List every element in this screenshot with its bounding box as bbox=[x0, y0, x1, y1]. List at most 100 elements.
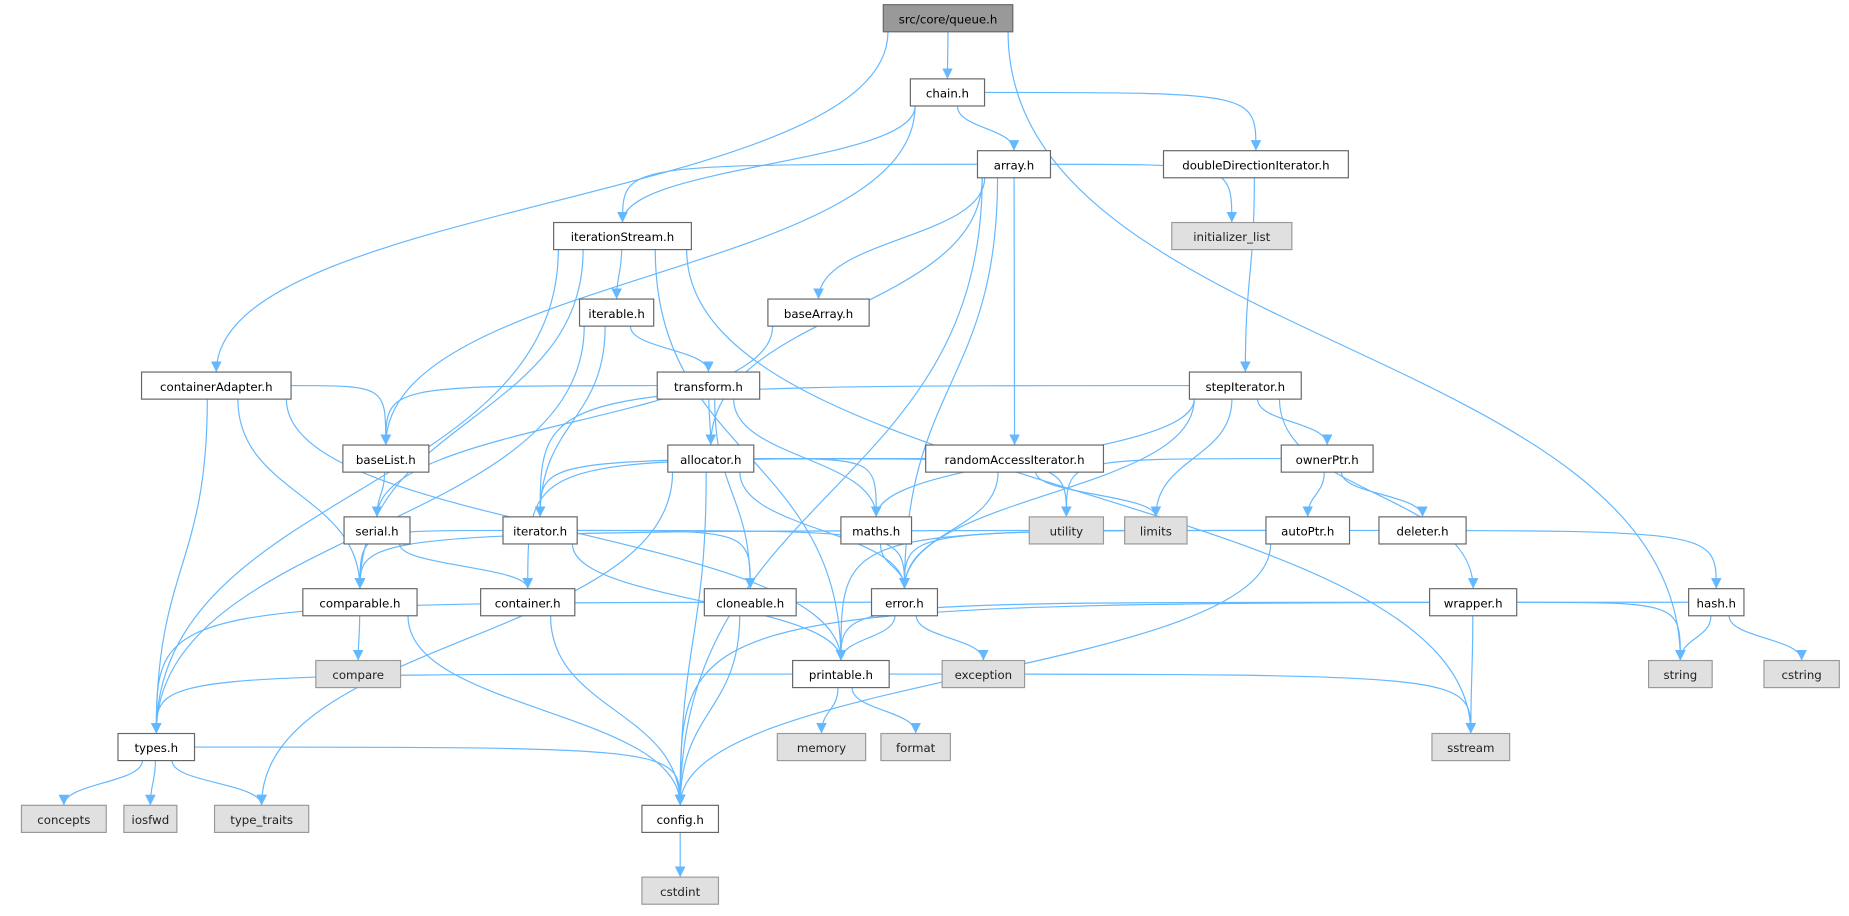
node-label: iterator.h bbox=[513, 525, 567, 539]
node-error[interactable]: error.h bbox=[870, 588, 939, 617]
edge-ddi-to-stepIterator bbox=[1240, 177, 1255, 373]
edge-iterable-to-transform bbox=[629, 326, 714, 373]
nodes: src/core/queue.h chain.h array.h doubleDire… bbox=[20, 4, 1840, 905]
edge-array-to-iterationStream bbox=[617, 163, 978, 223]
node-array[interactable]: array.h bbox=[976, 150, 1052, 179]
node-types[interactable]: types.h bbox=[117, 732, 196, 762]
node-label: config.h bbox=[657, 813, 704, 827]
node-label: iosfwd bbox=[132, 813, 170, 827]
node-box bbox=[20, 804, 107, 833]
edge-printable-to-sstream bbox=[889, 673, 1477, 734]
node-box bbox=[870, 588, 939, 617]
node-ddi[interactable]: doubleDirectionIterator.h bbox=[1162, 150, 1349, 179]
node-label: printable.h bbox=[809, 668, 873, 682]
edge-hash-to-string bbox=[1675, 615, 1712, 661]
node-box bbox=[140, 371, 292, 400]
edge-rai-to-limits bbox=[1035, 471, 1162, 518]
node-label: baseList.h bbox=[356, 453, 416, 467]
node-wrapper[interactable]: wrapper.h bbox=[1429, 588, 1518, 617]
node-box bbox=[578, 298, 655, 327]
edge-cloneable-to-config bbox=[674, 615, 741, 806]
node-autoPtr[interactable]: autoPtr.h bbox=[1265, 516, 1351, 545]
node-label: utility bbox=[1050, 525, 1083, 539]
node-baseArray[interactable]: baseArray.h bbox=[767, 298, 870, 327]
node-deleter[interactable]: deleter.h bbox=[1378, 516, 1467, 545]
node-iterator[interactable]: iterator.h bbox=[502, 516, 578, 545]
node-label: ownerPtr.h bbox=[1296, 453, 1359, 467]
edge-iterationStream-to-iterable bbox=[611, 249, 623, 300]
node-container[interactable]: container.h bbox=[480, 588, 576, 617]
node-label: serial.h bbox=[355, 525, 398, 539]
edges bbox=[58, 31, 1807, 878]
node-printable[interactable]: printable.h bbox=[792, 659, 890, 689]
edge-array-to-error bbox=[899, 177, 999, 589]
edge-allocator-to-type_traits bbox=[256, 472, 674, 806]
node-queue[interactable]: src/core/queue.h bbox=[882, 4, 1014, 33]
node-transform[interactable]: transform.h bbox=[656, 371, 761, 400]
node-box bbox=[1429, 588, 1518, 617]
node-rai[interactable]: randomAccessIterator.h bbox=[925, 444, 1105, 473]
node-box bbox=[776, 732, 867, 762]
edge-containerAdapter-to-baseList bbox=[291, 385, 392, 446]
edge-stepIterator-to-ownerPtr bbox=[1257, 399, 1333, 446]
edge-error-to-types bbox=[150, 601, 872, 734]
node-box bbox=[882, 4, 1014, 33]
node-box bbox=[1647, 659, 1713, 689]
edge-baseList-to-serial bbox=[371, 472, 386, 517]
node-label: comparable.h bbox=[319, 596, 400, 610]
edge-array-to-rai bbox=[1009, 177, 1020, 446]
node-box bbox=[123, 804, 178, 833]
edge-containerAdapter-to-comparable bbox=[237, 399, 366, 589]
node-label: randomAccessIterator.h bbox=[945, 453, 1085, 467]
node-iterable[interactable]: iterable.h bbox=[578, 298, 655, 327]
edge-queue-to-chain bbox=[942, 31, 953, 79]
node-stepIterator[interactable]: stepIterator.h bbox=[1188, 371, 1302, 400]
node-chain[interactable]: chain.h bbox=[909, 78, 986, 107]
node-label: compare bbox=[332, 668, 384, 682]
node-label: allocator.h bbox=[680, 453, 741, 467]
node-cloneable[interactable]: cloneable.h bbox=[703, 588, 797, 617]
edge-serial-to-container bbox=[399, 543, 533, 589]
edge-autoPtr-to-hash bbox=[1349, 529, 1722, 589]
edge-transform-to-cloneable bbox=[714, 399, 756, 589]
edge-comparable-to-config bbox=[407, 615, 686, 806]
node-hash[interactable]: hash.h bbox=[1688, 588, 1745, 617]
node-containerAdapter[interactable]: containerAdapter.h bbox=[140, 371, 292, 400]
node-box bbox=[703, 588, 797, 617]
node-box bbox=[502, 516, 578, 545]
node-box bbox=[880, 732, 951, 762]
edge-wrapper-to-string bbox=[1516, 601, 1686, 661]
edge-container-to-config bbox=[550, 615, 686, 806]
node-box bbox=[117, 732, 196, 762]
edge-ownerPtr-to-autoPtr bbox=[1302, 472, 1325, 517]
node-box bbox=[667, 444, 755, 473]
node-box bbox=[976, 150, 1052, 179]
node-label: concepts bbox=[37, 813, 90, 827]
edge-stepIterator-to-iterator bbox=[534, 385, 1190, 517]
node-box bbox=[1378, 516, 1467, 545]
node-label: memory bbox=[797, 741, 846, 755]
node-iterationStream[interactable]: iterationStream.h bbox=[553, 221, 692, 251]
node-allocator[interactable]: allocator.h bbox=[667, 444, 755, 473]
edge-autoPtr-to-comparable bbox=[354, 529, 1266, 589]
node-comparable[interactable]: comparable.h bbox=[302, 588, 418, 617]
node-memory: memory bbox=[776, 732, 867, 762]
node-baseList[interactable]: baseList.h bbox=[342, 444, 430, 473]
node-ownerPtr[interactable]: ownerPtr.h bbox=[1280, 444, 1374, 473]
node-label: cloneable.h bbox=[716, 596, 784, 610]
node-limits: limits bbox=[1124, 516, 1188, 545]
node-label: containerAdapter.h bbox=[160, 380, 273, 394]
node-box bbox=[480, 588, 576, 617]
node-box bbox=[1763, 659, 1840, 689]
node-box bbox=[213, 804, 310, 833]
node-box bbox=[1265, 516, 1351, 545]
edge-ownerPtr-to-deleter bbox=[1340, 472, 1428, 517]
node-label: iterable.h bbox=[588, 307, 644, 321]
edge-hash-to-cstring bbox=[1728, 615, 1807, 661]
node-box bbox=[553, 221, 692, 251]
node-label: format bbox=[896, 741, 936, 755]
node-serial[interactable]: serial.h bbox=[343, 516, 411, 545]
node-config[interactable]: config.h bbox=[641, 804, 720, 833]
node-maths[interactable]: maths.h bbox=[840, 516, 913, 545]
node-type_traits: type_traits bbox=[213, 804, 310, 833]
